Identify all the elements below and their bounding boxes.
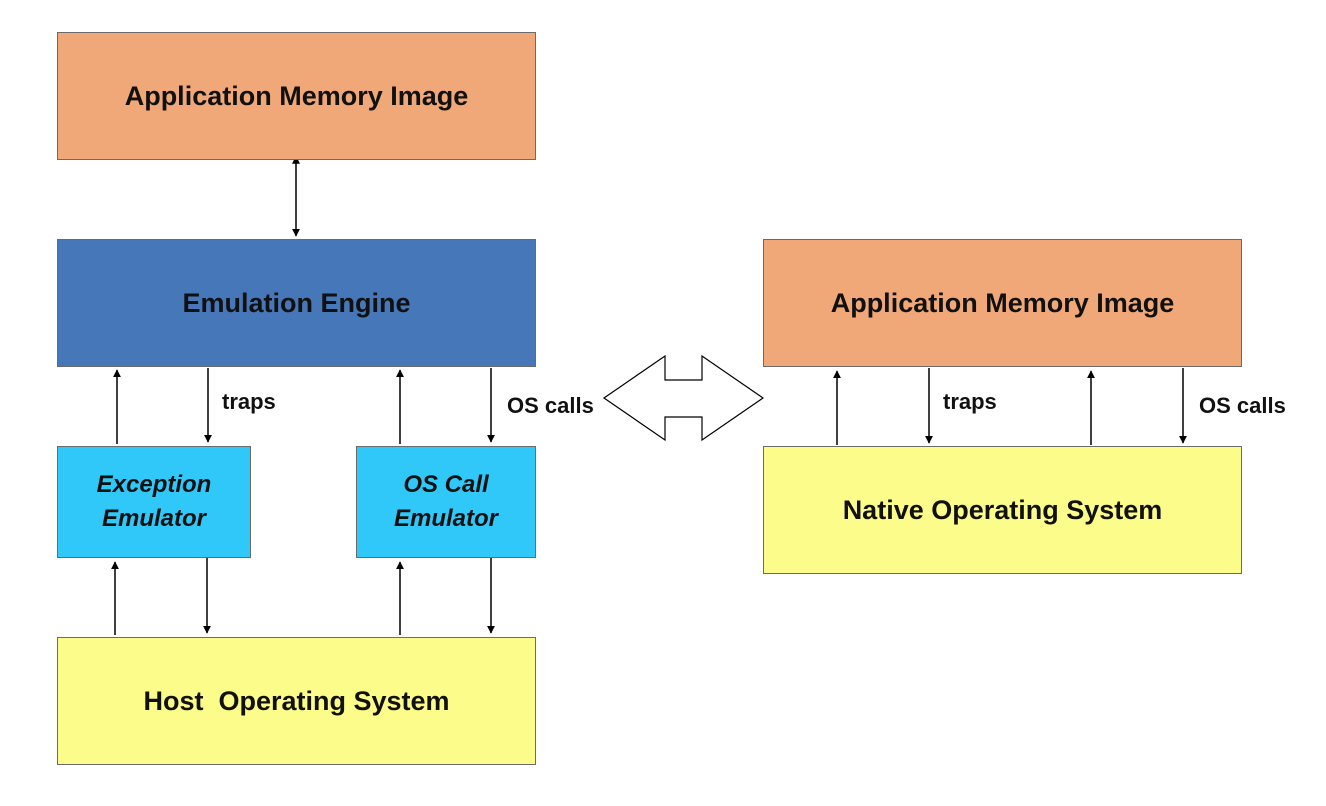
right-os-calls-label: OS calls: [1199, 393, 1286, 418]
native-operating-system-label: Native Operating System: [842, 494, 1163, 525]
native-operating-system-box: Native Operating System: [763, 446, 1242, 574]
exception-emulator-label: Exception Emulator: [96, 471, 212, 532]
right-application-memory-image-box: Application Memory Image: [763, 239, 1242, 367]
left-os-calls-label: OS calls: [507, 393, 594, 418]
left-application-memory-image-box: Application Memory Image: [57, 32, 536, 160]
emulation-engine-box: Emulation Engine: [57, 239, 536, 367]
right-traps-label: traps: [943, 389, 997, 414]
os-call-emulator-label: OS Call Emulator: [393, 471, 498, 532]
left-application-memory-image-label: Application Memory Image: [124, 80, 469, 111]
os-call-emulator-box: OS Call Emulator: [356, 446, 536, 558]
right-application-memory-image-label: Application Memory Image: [830, 287, 1175, 318]
host-operating-system-label: Host Operating System: [143, 685, 450, 716]
exception-emulator-box: Exception Emulator: [57, 446, 251, 558]
host-operating-system-box: Host Operating System: [57, 637, 536, 765]
left-traps-label: traps: [222, 389, 276, 414]
emulation-engine-label: Emulation Engine: [182, 287, 411, 318]
equivalence-arrow: [602, 354, 765, 442]
